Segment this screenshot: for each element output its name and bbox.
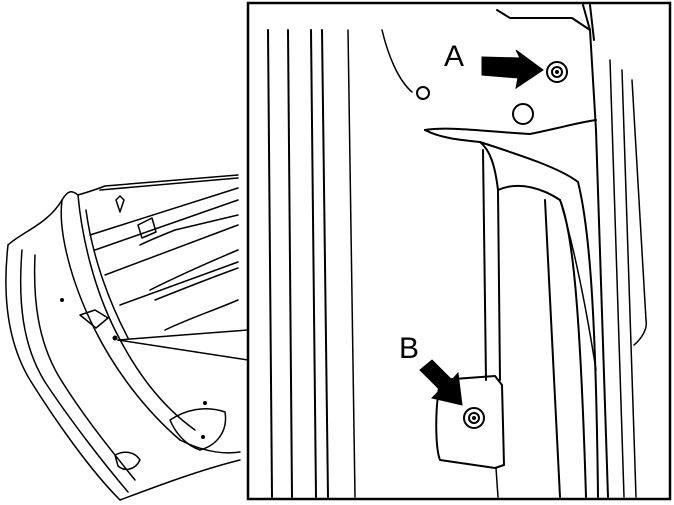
label-b: B bbox=[399, 332, 419, 365]
arrow-a bbox=[481, 49, 544, 90]
label-a: A bbox=[444, 40, 464, 73]
door-overview bbox=[5, 174, 241, 501]
bolt-b bbox=[463, 407, 485, 429]
callout-lines bbox=[117, 329, 249, 361]
arrow-b bbox=[419, 359, 463, 406]
detail-view: A B bbox=[267, 4, 648, 498]
bolt-a bbox=[546, 61, 568, 83]
